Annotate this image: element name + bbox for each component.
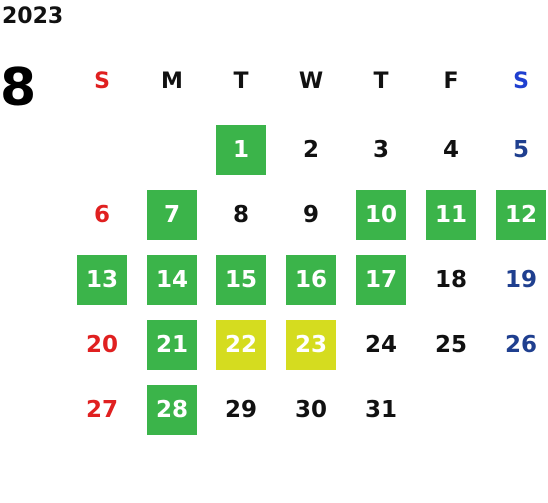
month-number: 8	[0, 58, 37, 118]
day-cell-24[interactable]: 24	[364, 332, 397, 358]
weekday-6: S	[513, 69, 529, 94]
day-cell-29[interactable]: 29	[224, 397, 257, 423]
day-cell-20[interactable]: 20	[85, 332, 118, 358]
day-cell-19[interactable]: 19	[504, 267, 537, 293]
weekday-3: W	[298, 69, 324, 94]
weekday-0: S	[94, 69, 110, 94]
day-cell-11[interactable]: 11	[426, 190, 476, 240]
day-cell-13[interactable]: 13	[77, 255, 127, 305]
weekday-5: F	[443, 69, 459, 94]
day-cell-16[interactable]: 16	[286, 255, 336, 305]
day-cell-2[interactable]: 2	[302, 137, 319, 163]
day-cell-28[interactable]: 28	[147, 385, 197, 435]
day-cell-12[interactable]: 12	[496, 190, 546, 240]
day-cell-7[interactable]: 7	[147, 190, 197, 240]
day-cell-1[interactable]: 1	[216, 125, 266, 175]
day-cell-17[interactable]: 17	[356, 255, 406, 305]
day-cell-3[interactable]: 3	[372, 137, 389, 163]
day-cell-18[interactable]: 18	[434, 267, 467, 293]
day-cell-21[interactable]: 21	[147, 320, 197, 370]
day-cell-25[interactable]: 25	[434, 332, 467, 358]
day-cell-23[interactable]: 23	[286, 320, 336, 370]
day-cell-22[interactable]: 22	[216, 320, 266, 370]
weekday-1: M	[161, 69, 183, 94]
day-cell-15[interactable]: 15	[216, 255, 266, 305]
day-cell-4[interactable]: 4	[442, 137, 459, 163]
day-cell-31[interactable]: 31	[364, 397, 397, 423]
day-cell-30[interactable]: 30	[294, 397, 327, 423]
weekday-4: T	[373, 69, 389, 94]
day-cell-26[interactable]: 26	[504, 332, 537, 358]
weekday-2: T	[233, 69, 249, 94]
day-cell-14[interactable]: 14	[147, 255, 197, 305]
year-label: 2023	[2, 4, 64, 29]
day-cell-10[interactable]: 10	[356, 190, 406, 240]
day-cell-6[interactable]: 6	[93, 202, 110, 228]
day-cell-5[interactable]: 5	[512, 137, 529, 163]
day-cell-8[interactable]: 8	[232, 202, 249, 228]
day-cell-27[interactable]: 27	[85, 397, 118, 423]
day-cell-9[interactable]: 9	[302, 202, 319, 228]
